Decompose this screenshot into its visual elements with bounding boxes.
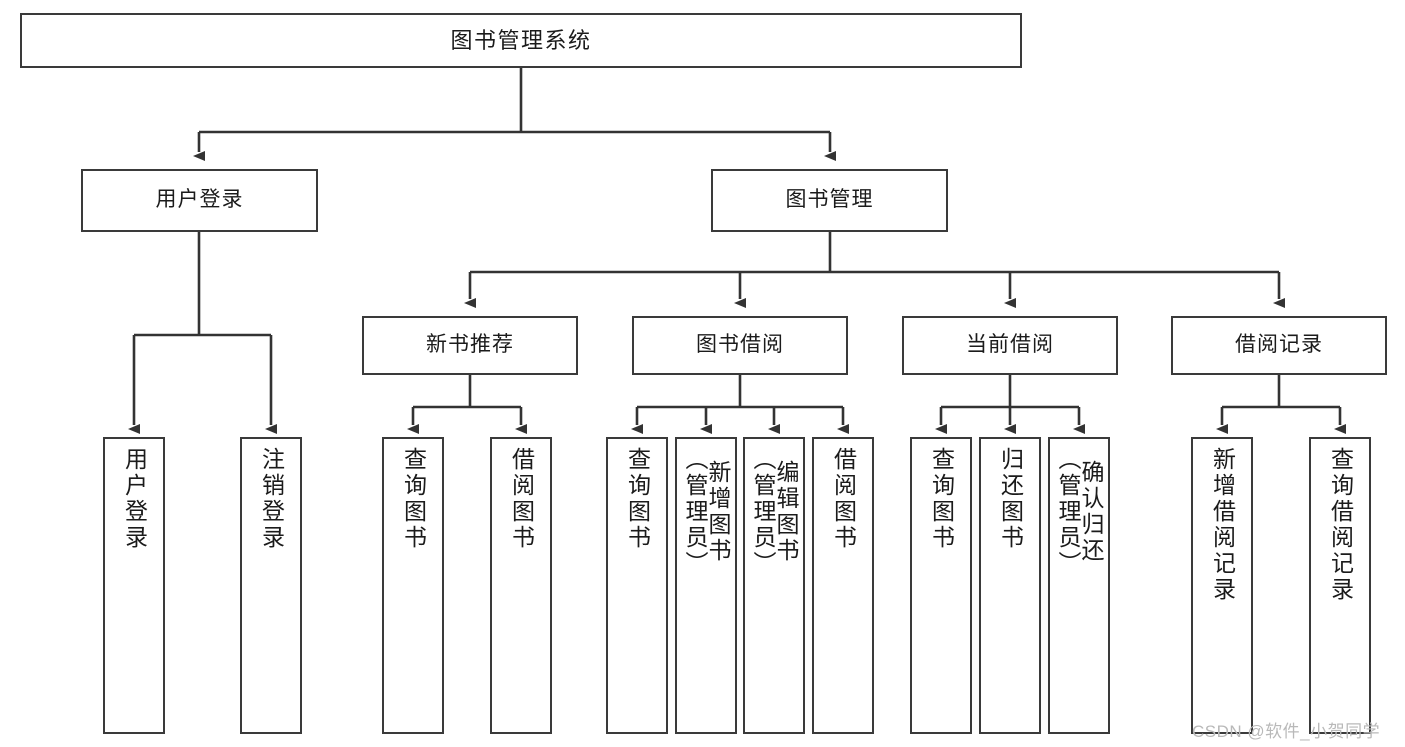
leaf-borrowrecord-add-record[interactable]: 新增借阅记录 (1191, 437, 1253, 734)
node-label: 借阅记录 (1235, 333, 1323, 357)
node-new-book-recommend[interactable]: 新书推荐 (362, 316, 578, 375)
node-label: 新书推荐 (426, 333, 514, 357)
node-label: 确认归还 （管理员） (1055, 447, 1104, 577)
node-label: 用户登录 (155, 188, 244, 212)
node-label: 图书管理 (785, 188, 874, 212)
leaf-bookborrow-edit-book[interactable]: 编辑图书 （管理员） (743, 437, 805, 734)
node-label: 借阅图书 (508, 447, 535, 551)
node-label: 编辑图书 （管理员） (750, 447, 799, 577)
csdn-watermark: CSDN @软件_小贺同学 (1192, 722, 1381, 741)
leaf-currentborrow-return-book[interactable]: 归还图书 (979, 437, 1041, 734)
node-label: 归还图书 (997, 447, 1024, 551)
node-label: 查询图书 (624, 447, 651, 551)
leaf-newbook-borrow-book[interactable]: 借阅图书 (490, 437, 552, 734)
node-root-system[interactable]: 图书管理系统 (20, 13, 1022, 68)
node-label: 注销登录 (258, 447, 285, 551)
node-borrow-record[interactable]: 借阅记录 (1171, 316, 1387, 375)
leaf-bookborrow-query-book[interactable]: 查询图书 (606, 437, 668, 734)
leaf-user-login[interactable]: 用户登录 (103, 437, 165, 734)
node-label: 查询图书 (400, 447, 427, 551)
leaf-currentborrow-confirm-return[interactable]: 确认归还 （管理员） (1048, 437, 1110, 734)
leaf-borrowrecord-query-record[interactable]: 查询借阅记录 (1309, 437, 1371, 734)
node-label: 查询借阅记录 (1327, 447, 1354, 603)
leaf-bookborrow-borrow-book[interactable]: 借阅图书 (812, 437, 874, 734)
node-label: 用户登录 (121, 447, 148, 551)
node-current-borrow[interactable]: 当前借阅 (902, 316, 1118, 375)
leaf-bookborrow-add-book[interactable]: 新增图书 （管理员） (675, 437, 737, 734)
node-label: 新增图书 （管理员） (682, 447, 731, 577)
node-label: 新增借阅记录 (1209, 447, 1236, 603)
node-label: 图书借阅 (696, 333, 784, 357)
leaf-logout[interactable]: 注销登录 (240, 437, 302, 734)
leaf-newbook-query-book[interactable]: 查询图书 (382, 437, 444, 734)
node-label: 查询图书 (928, 447, 955, 551)
node-book-borrow[interactable]: 图书借阅 (632, 316, 848, 375)
node-book-management[interactable]: 图书管理 (711, 169, 948, 232)
node-label: 借阅图书 (830, 447, 857, 551)
node-label: 当前借阅 (966, 333, 1054, 357)
node-user-login[interactable]: 用户登录 (81, 169, 318, 232)
leaf-currentborrow-query-book[interactable]: 查询图书 (910, 437, 972, 734)
node-label: 图书管理系统 (450, 27, 592, 53)
